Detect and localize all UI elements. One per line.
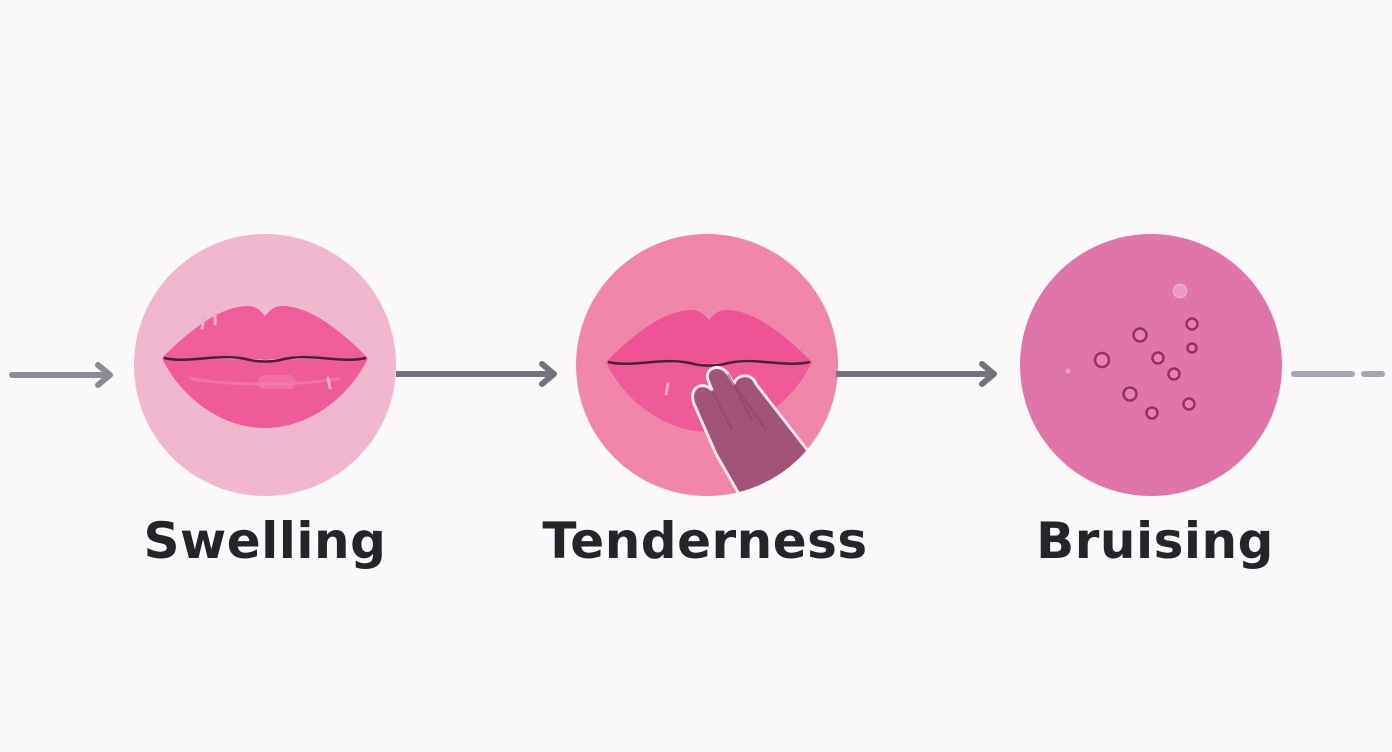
step-bruising-circle bbox=[1020, 234, 1282, 496]
arrow-swelling-to-tenderness bbox=[396, 358, 562, 390]
outgoing-dashed-line bbox=[1288, 366, 1388, 382]
step-label-swelling: Swelling bbox=[143, 512, 387, 570]
incoming-arrow bbox=[8, 360, 116, 390]
lips-icon bbox=[160, 300, 370, 432]
arrow-tenderness-to-bruising bbox=[836, 358, 1002, 390]
step-label-tenderness: Tenderness bbox=[542, 512, 868, 570]
step-label-bruising: Bruising bbox=[1036, 512, 1274, 570]
lips-touched-by-hand-icon bbox=[576, 234, 838, 496]
bruise-spots-icon bbox=[1020, 234, 1282, 496]
